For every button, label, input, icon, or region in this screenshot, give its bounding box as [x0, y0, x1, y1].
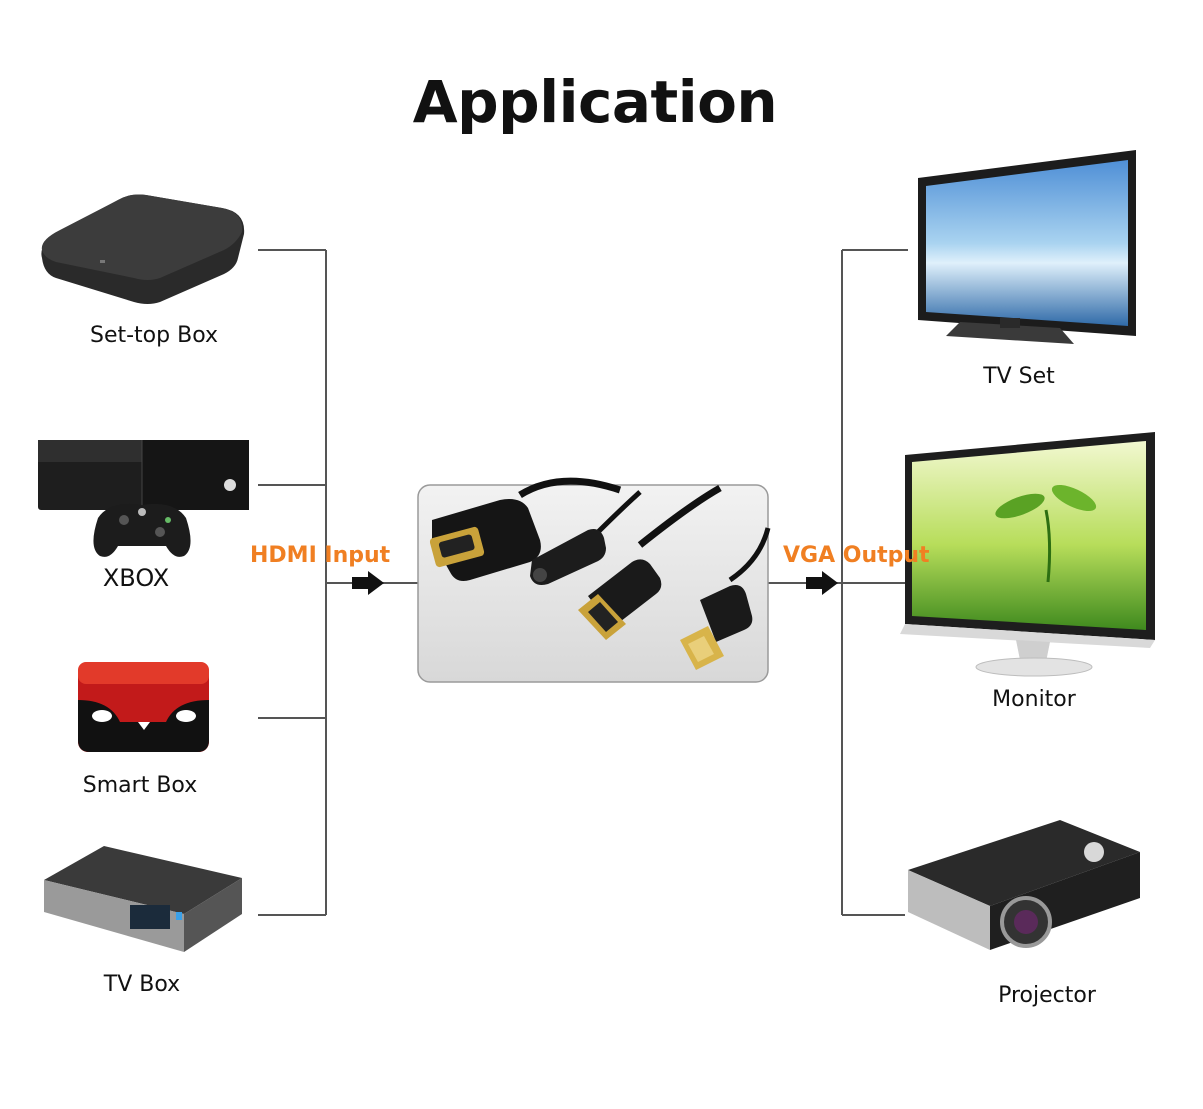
projector-icon [908, 820, 1140, 950]
converter-cable-image [417, 477, 771, 683]
smart-box-icon [78, 662, 209, 752]
input-label-xbox: XBOX [102, 564, 170, 592]
input-arrow-icon [352, 571, 384, 595]
input-label-tv-box: TV Box [103, 972, 181, 997]
input-label-smart-box: Smart Box [82, 773, 198, 798]
output-arrow-icon [806, 571, 838, 595]
monitor-icon [900, 432, 1155, 677]
set-top-box-icon [41, 194, 245, 304]
output-label-tv-set: TV Set [983, 364, 1055, 389]
output-label-projector: Projector [998, 983, 1096, 1008]
input-label-set-top-box: Set-top Box [89, 323, 219, 348]
vga-output-label: VGA Output [783, 543, 930, 568]
tv-box-icon [44, 846, 242, 952]
tv-set-icon [918, 150, 1136, 344]
connector-lines [258, 249, 908, 916]
diagram-title: Application [412, 68, 778, 136]
hdmi-input-label: HDMI Input [250, 543, 391, 568]
output-label-monitor: Monitor [992, 687, 1076, 712]
xbox-icon [38, 440, 249, 557]
